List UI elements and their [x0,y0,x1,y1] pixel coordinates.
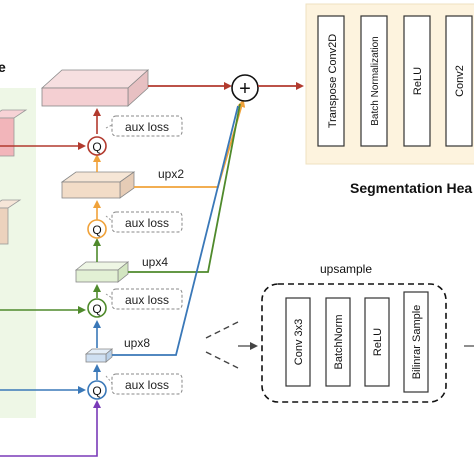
upsample-layer-1 [285,297,311,387]
quantize-node-2: Q [87,219,107,239]
upsample-block: Conv 3x3 BatchNorm ReLU Bilinrar Sample [261,283,447,403]
upsample-layer-4-label: Bilinrar Sample [411,305,423,380]
seg-layer-4 [445,15,473,147]
seg-layer-4-label: Conv2 [454,65,466,97]
upsample-layer-3-label: ReLU [372,328,384,356]
seg-layer-2 [360,15,388,147]
upsample-layer-3 [364,297,390,387]
upsample-callout-lines [205,321,474,369]
aux-loss-4: aux loss [105,373,183,395]
path-upx4-green [128,103,241,273]
upx2-label: upx2 [158,167,184,181]
plus-symbol: + [239,78,251,100]
seg-layer-1 [317,15,345,147]
seg-layer-2-label: Batch Normalization [370,36,381,125]
upsample-layer-4 [403,291,429,393]
left-heading-fragment: e [0,59,6,75]
quantize-symbol: Q [92,302,101,316]
seg-layer-3-label: ReLU [412,67,424,95]
decoder-block-upx8 [84,348,114,363]
quantize-symbol: Q [92,140,101,154]
aux-loss-3: aux loss [105,288,183,310]
purple-vertical-arrow [0,400,101,457]
decoder-block-upx2 [60,171,136,199]
quantize-symbol: Q [92,384,101,398]
upsample-layer-2 [325,297,351,387]
seg-layer-1-label: Transpose Conv2D [327,34,339,128]
quantize-node-4: Q [87,380,107,400]
path-upx8-blue [112,105,239,356]
decoder-block-top [40,69,150,107]
upx4-label: upx4 [142,255,168,269]
aux-loss-label: aux loss [125,216,169,230]
sum-node: + [231,74,259,102]
upx8-label: upx8 [124,336,150,350]
segmentation-head: Transpose Conv2D Batch Normalization ReL… [305,3,474,165]
upsample-layer-2-label: BatchNorm [333,314,345,369]
quantize-node-1: Q [87,136,107,156]
aux-loss-1: aux loss [105,115,183,137]
skip-connections [0,142,86,394]
quantize-symbol: Q [92,223,101,237]
segmentation-head-title: Segmentation Hea [350,180,472,196]
upsample-layer-1-label: Conv 3x3 [293,319,305,365]
aux-loss-label: aux loss [125,120,169,134]
seg-layer-3 [403,15,431,147]
decoder-block-upx4 [74,261,130,283]
quantize-node-3: Q [87,298,107,318]
upsample-title: upsample [320,262,372,276]
aux-loss-2: aux loss [105,211,183,233]
aux-loss-label: aux loss [125,378,169,392]
aux-loss-label: aux loss [125,293,169,307]
encoder-block-2 [0,199,22,245]
